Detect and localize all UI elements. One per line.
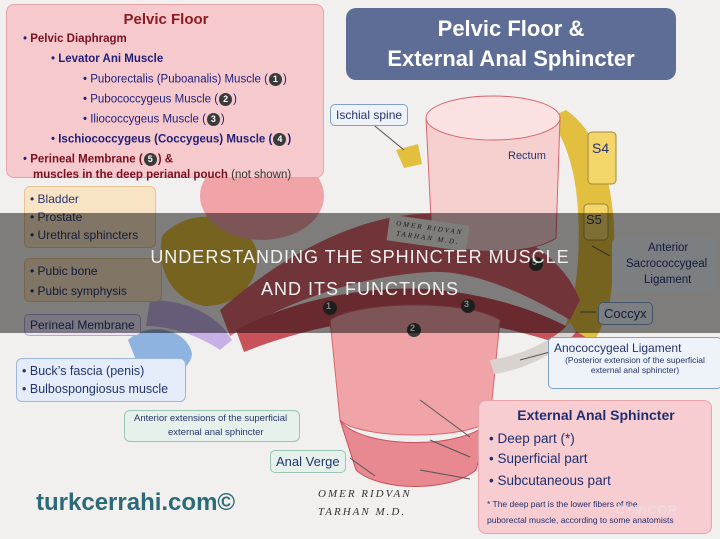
number-badge-3: 3 <box>206 113 220 126</box>
signature-line-1: OMER RIDVAN <box>318 488 412 500</box>
ischiococcygeus-item: • Ischiococcygeus (Coccygeus) Muscle (4) <box>51 133 292 146</box>
anterior-extensions-label-2: external anal sphincter <box>168 427 264 438</box>
leader-subcutaneous <box>419 469 471 480</box>
pubic-symphysis-label: • Pubic symphysis <box>30 284 127 298</box>
pelvic-diaphragm-item: • Pelvic Diaphragm <box>23 33 127 45</box>
eas-title: External Anal Sphincter <box>517 407 675 423</box>
signature-slab <box>386 214 470 252</box>
eas-deep-part: • Deep part (*) <box>489 431 575 446</box>
sacrococcygeal-label-2: Sacrococcygeal <box>626 258 708 270</box>
coccyx-label: Coccyx <box>598 302 653 325</box>
rectum-opening <box>425 95 561 141</box>
anococcygeal-sub1: (Posterior extension of the superficial <box>565 355 705 365</box>
bucks-group-box <box>16 358 186 402</box>
sacrococcygeal-box <box>612 238 716 292</box>
diagram-marker-2: 2 <box>410 323 416 333</box>
diagram-marker-3-circle <box>461 299 475 313</box>
number-badge-1: 1 <box>268 73 282 86</box>
banner-line-2: AND ITS FUNCTIONS <box>260 279 459 299</box>
number-badge-5: 5 <box>143 153 157 166</box>
diagram-marker-2-circle <box>407 323 421 337</box>
watermark: CYVICOR <box>616 503 678 517</box>
s5-vertebra <box>583 203 609 241</box>
bulbospongiosus-label: • Bulbospongiosus muscle <box>22 382 169 396</box>
anococcygeal-title: Anococcygeal Ligament <box>554 341 682 355</box>
anal-verge-label: Anal Verge <box>270 450 346 473</box>
pelvic-floor-legend: Pelvic Floor • Pelvic Diaphragm • Levato… <box>6 4 324 181</box>
anococcygeal-sub2: external anal sphincter) <box>590 365 680 375</box>
pubic-bone-label: • Pubic bone <box>30 264 98 278</box>
pubic-group-box <box>24 258 162 302</box>
leader-anal-verge <box>349 457 376 477</box>
anterior-extensions-box <box>124 410 300 442</box>
anterior-extensions-label-1: Anterior extensions of the superficial <box>134 413 288 424</box>
s4-label: S4 <box>592 140 610 156</box>
prostate-label: • Prostate <box>30 210 83 224</box>
ischial-spine-shape <box>396 144 422 168</box>
sacrococcygeal-label-3: Ligament <box>644 274 692 286</box>
pubococcygeus-item: • Pubococcygeus Muscle (2) <box>83 93 237 106</box>
perineal-membrane-shape <box>146 300 232 350</box>
sacrococcygeal-label-1: Anterior <box>648 242 689 254</box>
deep-pouch-item: muscles in the deep perianal pouch (not … <box>33 169 292 181</box>
s5-label: S5 <box>586 212 602 227</box>
s4-vertebra <box>587 131 617 185</box>
main-title-box: Pelvic Floor & External Anal Sphincter <box>346 8 676 80</box>
main-title-line1: Pelvic Floor & <box>437 16 585 41</box>
eas-subcutaneous-part: • Subcutaneous part <box>489 473 611 488</box>
banner-line-1: UNDERSTANDING THE SPHINCTER MUSCLE <box>150 247 570 267</box>
anococcygeal-box: Anococcygeal Ligament (Posterior extensi… <box>548 337 720 389</box>
title-banner: UNDERSTANDING THE SPHINCTER MUSCLE AND I… <box>0 213 720 333</box>
external-anal-sphincter-box: External Anal Sphincter • Deep part (*) … <box>478 400 712 534</box>
anococcygeal-ligament-shape <box>490 322 576 374</box>
signature-line-2: TARHAN M.D. <box>318 506 407 518</box>
eas-note-2: puborectal muscle, according to some ana… <box>487 515 674 525</box>
bladder-label: • Bladder <box>30 192 79 206</box>
leader-ischial <box>369 121 405 151</box>
main-title-line2: External Anal Sphincter <box>387 46 635 71</box>
urethral-sphincters-label: • Urethral sphincters <box>30 228 139 242</box>
ischial-spine-label: Ischial spine <box>330 104 409 126</box>
diagram-marker-1: 1 <box>326 301 332 311</box>
pelvic-floor-title: Pelvic Floor <box>123 11 209 28</box>
diagram-marker-5: 5 <box>532 257 538 267</box>
diagram-marker-1-circle <box>323 301 337 315</box>
perineal-membrane-item: • Perineal Membrane (5) & <box>23 153 174 166</box>
rectum-label: Rectum <box>508 150 546 162</box>
diagram-marker-3: 3 <box>464 299 470 309</box>
levator-ani-item: • Levator Ani Muscle <box>51 53 164 65</box>
leader-superficial <box>429 439 471 458</box>
pubic-bone-shape <box>160 216 257 306</box>
site-logo-text: turkcerrahi.com© <box>36 489 236 516</box>
iliococcygeus-item: • Iliococcygeus Muscle (3) <box>83 113 225 126</box>
number-badge-4: 4 <box>273 133 287 146</box>
perineal-membrane-label: Perineal Membrane <box>24 314 141 336</box>
bladder-group-box <box>24 186 156 248</box>
eas-note-1: * The deep part is the lower fibers of t… <box>487 499 638 509</box>
diagram-marker-5-circle <box>529 257 543 271</box>
leader-deep <box>419 399 471 438</box>
leader-sacrococcygeal <box>591 245 611 257</box>
number-badge-2: 2 <box>219 93 233 106</box>
bucks-fascia-label: • Buck’s fascia (penis) <box>22 364 145 378</box>
eas-superficial-part: • Superficial part <box>489 451 588 466</box>
puborectalis-item: • Puborectalis (Puboanalis) Muscle (1) <box>83 73 287 86</box>
